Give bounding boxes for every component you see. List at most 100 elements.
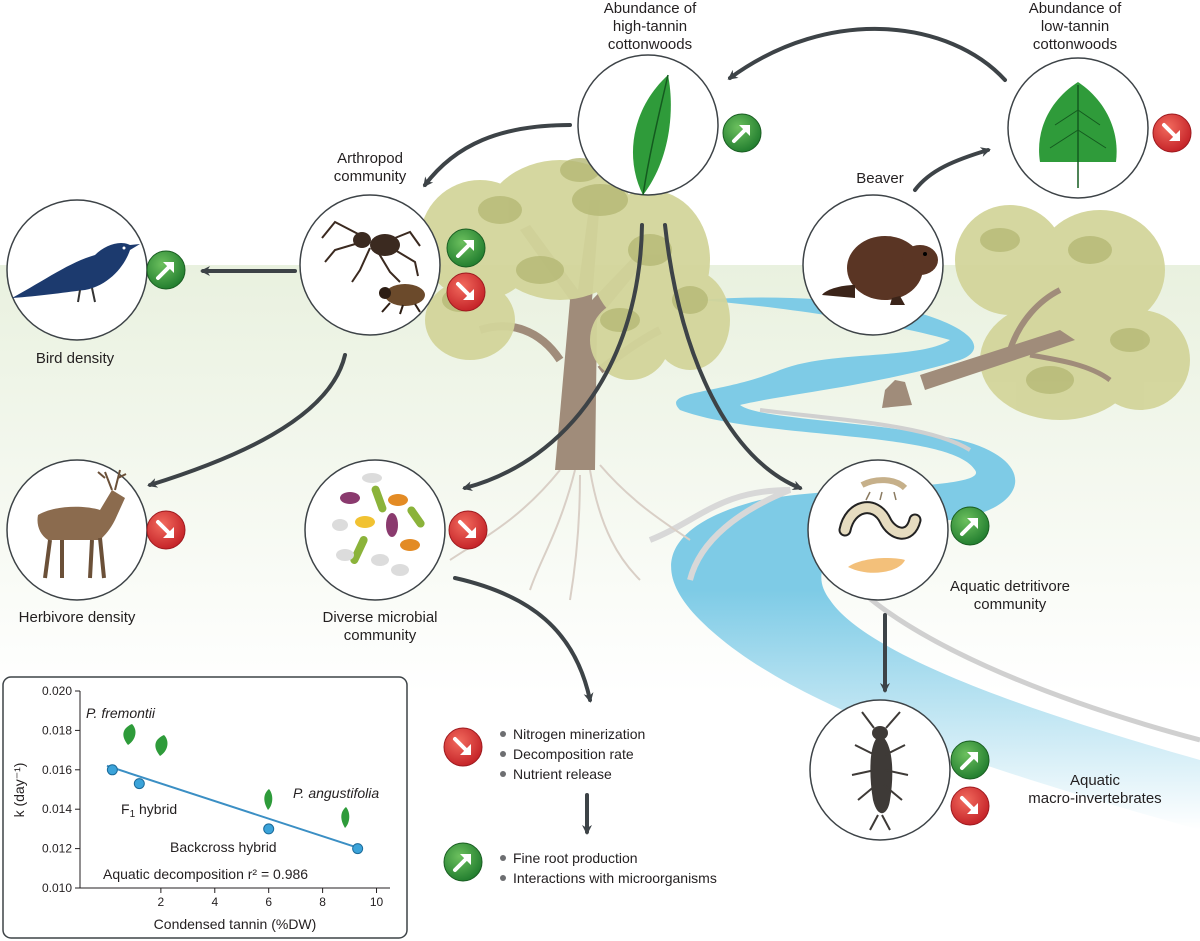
detritivore-node [807,459,991,601]
beaver-label: Beaver [856,170,904,187]
effect-item: Interactions with microorganisms [500,868,717,888]
microbial-label: Diverse microbial community [305,609,455,645]
macro-label: Aquatic macro-invertebrates [1020,772,1170,808]
microbial-node [304,459,489,601]
increase-effects-list: Fine root production Interactions with m… [500,848,717,888]
arrow-low-to-high [727,26,1007,82]
x-tick-label: 10 [370,895,384,909]
effect-decomposition: Decomposition rate [513,746,634,762]
low-tannin-leaf-icon [1039,82,1117,188]
increase-icon [949,739,991,781]
felled-cottonwood [882,205,1190,420]
low-tannin-label: Abundance of low-tannin cottonwoods [1010,0,1140,54]
beetle-icon [379,284,425,315]
leaf-icon [341,807,350,828]
effect-item: Nitrogen minerization [500,724,645,744]
beaver-node [802,194,944,336]
arthropod-label: Arthropod community [310,150,430,186]
arrow-arthropod-to-herbivore [147,353,347,488]
y-tick-label: 0.020 [42,684,72,698]
data-point [352,843,364,855]
arrow-beaver-to-low [913,147,991,192]
label-fremontii: P. fremontii [86,705,156,721]
spider-icon [321,220,421,283]
beaver-icon [822,236,938,305]
effect-fine-root: Fine root production [513,850,638,866]
decrease-icon [949,785,991,827]
decrease-effects-list: Nitrogen minerization Decomposition rate… [500,724,645,784]
arrow-microbial-to-effects [453,576,594,703]
flatworm-icon [848,558,905,573]
microbial-label-text: Diverse microbial community [322,609,438,644]
x-tick-label: 8 [319,895,326,909]
stonefly-larva-icon [851,711,909,831]
deer-icon [37,469,127,579]
bird-node [6,199,187,341]
increase-icon [442,841,484,883]
leaf-icon [264,789,273,810]
effect-item: Fine root production [500,848,717,868]
x-tick-label: 4 [211,895,218,909]
arrow-high-to-arthropod [423,123,572,188]
y-tick-label: 0.018 [42,723,72,737]
macro-node [809,699,991,841]
x-tick-label: 2 [158,895,165,909]
high-tannin-leaf-icon [632,74,671,196]
chart-annotation: Aquatic decomposition r² = 0.986 [103,866,308,882]
label-backcross: Backcross hybrid [170,839,277,855]
amphipod-icon [860,477,908,501]
bird-label: Bird density [35,350,115,367]
cranefly-larva-icon [838,501,922,540]
leaf-icon [155,735,168,756]
arrow-high-to-microbial [462,223,644,492]
arrows [147,26,1007,835]
effect-nitrogen: Nitrogen minerization [513,726,646,742]
microbes-icon [332,473,425,576]
y-tick-label: 0.014 [42,802,72,816]
decrease-icon [145,509,187,551]
x-axis-label: Condensed tannin (%DW) [154,916,317,932]
data-point [133,778,145,790]
data-point [263,823,275,835]
leaf-icon [123,724,136,745]
cottonwood-tree [420,158,730,601]
decrease-icon [447,509,489,551]
high-tannin-label: Abundance of high-tannin cottonwoods [590,0,710,54]
decrease-icon [442,726,484,768]
data-point [106,764,118,776]
herbivore-node [6,459,187,601]
detritivore-label: Aquatic detritivore community [935,578,1085,614]
increase-icon [445,227,487,269]
leaf-markers [123,724,350,828]
x-tick-label: 6 [265,895,272,909]
y-axis-label: k (day⁻¹) [11,763,27,818]
high-tannin-node [577,54,763,196]
herbivore-label: Herbivore density [18,609,136,626]
decrease-icon [1151,112,1193,154]
low-tannin-node [1007,57,1193,199]
arthropod-node [299,194,487,336]
arrow-high-to-detritivore [663,223,803,491]
effect-item: Nutrient release [500,764,645,784]
label-angustifolia: P. angustifolia [293,785,379,801]
y-tick-label: 0.010 [42,881,72,895]
high-tannin-label-text: Abundance of high-tannin cottonwoods [603,0,697,53]
effect-nutrient: Nutrient release [513,766,612,782]
arthropod-label-text: Arthropod community [333,150,407,185]
y-tick-label: 0.012 [42,842,72,856]
macro-label-text: Aquatic macro-invertebrates [1028,772,1162,807]
decrease-icon [445,271,487,313]
label-f1-hybrid: F1 hybrid [121,801,177,820]
low-tannin-label-text: Abundance of low-tannin cottonwoods [1028,0,1122,53]
effect-interactions: Interactions with microorganisms [513,870,717,886]
increase-icon [145,249,187,291]
chart-frame [2,676,408,939]
detritivore-label-text: Aquatic detritivore community [949,578,1071,613]
regression-line [106,764,361,850]
effect-item: Decomposition rate [500,744,645,764]
bird-icon [12,243,140,303]
increase-icon [721,112,763,154]
increase-icon [949,505,991,547]
